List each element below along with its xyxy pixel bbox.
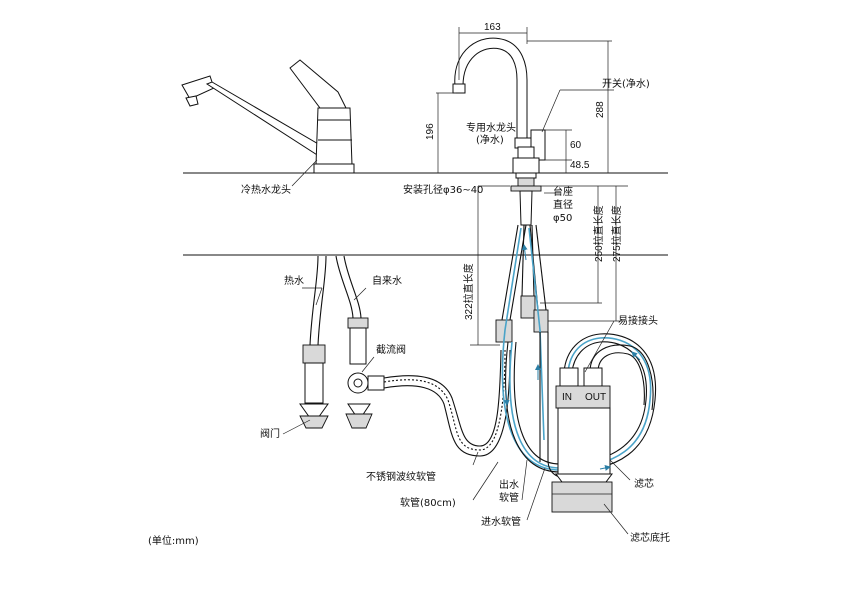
label-outlet-hose-1: 出水 (499, 478, 519, 491)
label-inlet-hose: 进水软管 (481, 515, 521, 528)
label-outlet-hose-2: 软管 (499, 491, 519, 504)
dedicated-faucet (452, 37, 546, 226)
dim-faucet-height: 288 (595, 101, 606, 118)
dim-spout-clearance: 196 (425, 123, 436, 140)
hot-water-line (299, 255, 329, 429)
dim-switch-height: 60 (570, 140, 582, 151)
label-valve: 阀门 (260, 427, 280, 440)
filter-cartridge: IN OUT (555, 367, 611, 475)
tap-water-line (335, 255, 385, 429)
label-dedicated-faucet-purified: (净水) (476, 133, 504, 146)
flow-arrows (503, 244, 641, 471)
label-unit: (单位:mm) (148, 534, 199, 547)
label-stop-valve: 截流阀 (376, 343, 406, 356)
label-dedicated-faucet: 专用水龙头 (466, 121, 516, 134)
label-filter-core: 滤芯 (634, 477, 654, 490)
dim-hose-275: 275拉直长度 (610, 205, 623, 262)
faucet-hoses (501, 224, 561, 471)
label-cold-hot-faucet: 冷热水龙头 (241, 183, 291, 196)
label-hose-80cm: 软管(80cm) (400, 496, 456, 509)
cartridge-in-label: IN (562, 392, 572, 403)
dimension-lines (436, 27, 628, 346)
label-filter-base: 滤芯底托 (630, 531, 670, 544)
hose-connectors (495, 295, 549, 343)
label-tap-water: 自来水 (372, 274, 402, 287)
label-switch: 开关(净水) (602, 77, 650, 90)
leader-lines (282, 159, 631, 535)
label-hot-water: 热水 (284, 274, 304, 287)
dim-hose-322: 322拉直长度 (462, 263, 475, 320)
dim-spout-reach: 163 (484, 22, 501, 33)
cold-hot-faucet (181, 59, 355, 174)
label-base: 台座 (553, 185, 573, 198)
label-base-diameter: 直径 (553, 198, 573, 211)
label-base-phi50: φ50 (553, 213, 572, 224)
label-install-hole: 安装孔径φ36~40 (403, 183, 483, 196)
label-quick-connector: 易接接头 (618, 314, 658, 327)
dim-hose-250: 250拉直长度 (592, 205, 605, 262)
stainless-corrugated-hose (383, 349, 506, 451)
dim-base-height: 48.5 (570, 160, 590, 171)
label-stainless-hose: 不锈钢波纹软管 (366, 470, 436, 483)
filter-base (551, 473, 613, 513)
cartridge-out-label: OUT (585, 392, 606, 403)
filter-hose-loop (505, 332, 657, 479)
